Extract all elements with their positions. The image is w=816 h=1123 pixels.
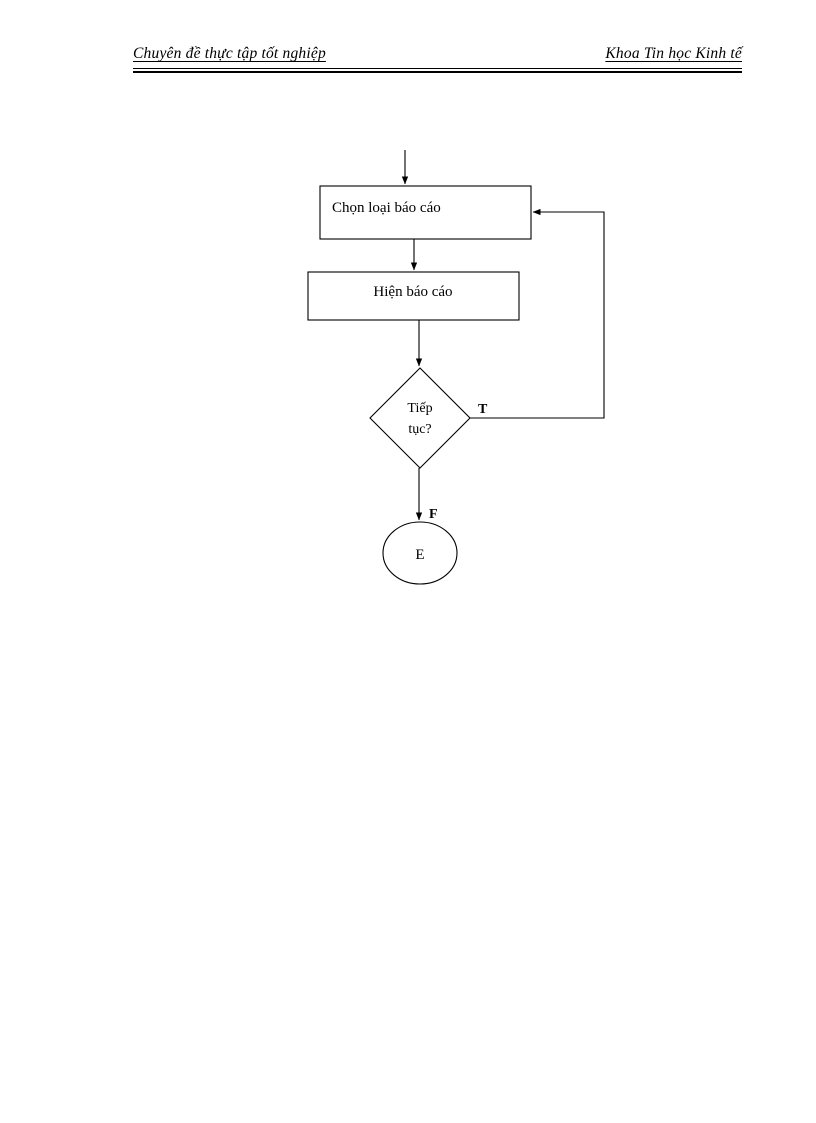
- node-hien-bao-cao-shape: [307, 271, 520, 321]
- header-right-title: Khoa Tin học Kinh tế: [605, 45, 742, 62]
- edge-label-true: T: [478, 402, 488, 417]
- node-hien-bao-cao-label: Hiện báo cáo: [373, 284, 452, 300]
- header-rule-thick: [133, 71, 742, 73]
- node-tiep-tuc-label-line1: Tiếp: [407, 401, 432, 416]
- header-left-title: Chuyên đề thực tập tốt nghiệp: [133, 45, 326, 62]
- header-text-row: Chuyên đề thực tập tốt nghiệp Khoa Tin h…: [133, 44, 742, 66]
- edge-label-false: F: [429, 507, 438, 522]
- node-chon-loai-bao-cao-label: Chọn loại báo cáo: [332, 200, 441, 216]
- edge-true-feedback-loop: [470, 208, 605, 419]
- node-chon-loai-bao-cao-shape: [319, 185, 532, 240]
- node-end-label: E: [415, 547, 424, 563]
- node-end-shape: [382, 521, 458, 585]
- header-rule-thin: [133, 68, 742, 69]
- node-tiep-tuc-shape: [369, 367, 471, 469]
- running-header: Chuyên đề thực tập tốt nghiệp Khoa Tin h…: [133, 44, 742, 78]
- node-tiep-tuc-label-line2: tục?: [408, 422, 431, 437]
